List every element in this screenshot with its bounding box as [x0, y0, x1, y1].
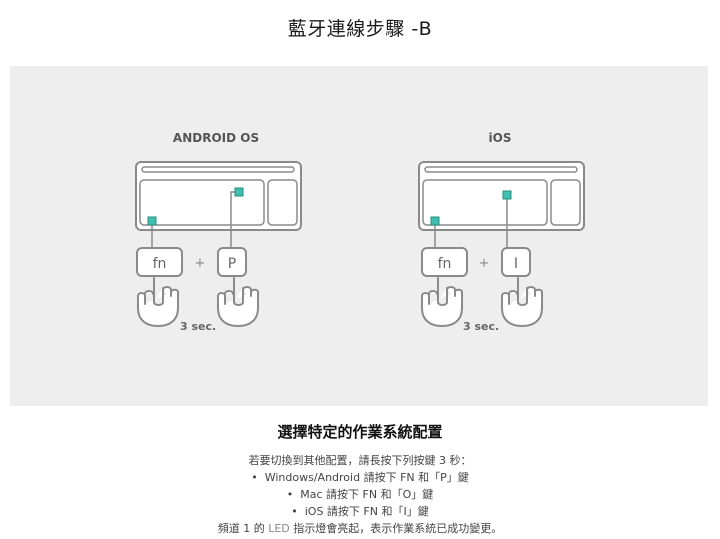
outro-prefix: 頻道 1 的	[217, 522, 269, 535]
instructions-intro: 若要切換到其他配置，請長按下列按鍵 3 秒：	[248, 454, 472, 467]
plus-sign: +	[195, 256, 206, 271]
instruction-bullet-ios: iOS 請按下 FN 和「I」鍵	[0, 503, 720, 520]
fn-key-label: fn	[438, 256, 452, 272]
keyboard-illustration-android	[135, 161, 302, 231]
indicator-light-icon	[430, 216, 440, 226]
pressing-hand-icon	[421, 277, 463, 327]
plus-sign: +	[479, 256, 490, 271]
hold-duration-label: 3 sec.	[180, 320, 216, 333]
indicator-light-icon	[234, 187, 244, 197]
page-title: 藍牙連線步驟 -B	[287, 18, 433, 40]
fn-key-illustration	[136, 247, 183, 277]
i-key-label: I	[514, 256, 518, 272]
android-group: ANDROID OS fn + P 3 sec.	[135, 131, 302, 333]
instruction-bullet-windows: Windows/Android 請按下 FN 和「P」鍵	[0, 469, 720, 486]
outro-suffix: 指示燈會亮起，表示作業系統已成功變更。	[289, 522, 503, 535]
bluetooth-pairing-illustration: ANDROID OS fn + P 3 sec.	[135, 131, 585, 333]
keyboard-illustration-ios	[418, 161, 585, 231]
pressing-hand-icon	[217, 277, 259, 327]
instructions-outro: 頻道 1 的 LED 指示燈會亮起，表示作業系統已成功變更。	[0, 520, 720, 537]
ios-label: iOS	[489, 131, 512, 145]
ios-group: iOS fn + I 3 sec.	[418, 131, 585, 333]
instruction-bullet-mac: Mac 請按下 FN 和「O」鍵	[0, 486, 720, 503]
section-heading: 選擇特定的作業系統配置	[277, 423, 443, 441]
fn-key-label: fn	[153, 256, 167, 272]
fn-key-illustration	[421, 247, 468, 277]
instructions-block: 若要切換到其他配置，請長按下列按鍵 3 秒： Windows/Android 請…	[0, 452, 720, 537]
hold-duration-label: 3 sec.	[463, 320, 499, 333]
indicator-light-icon	[147, 216, 157, 226]
android-os-label: ANDROID OS	[173, 131, 259, 145]
pressing-hand-icon	[501, 277, 543, 327]
p-key-illustration	[217, 247, 247, 277]
i-key-illustration	[501, 247, 531, 277]
indicator-light-icon	[502, 190, 512, 200]
illustration-panel: ANDROID OS fn + P 3 sec.	[10, 66, 708, 406]
p-key-label: P	[228, 256, 236, 272]
pressing-hand-icon	[137, 277, 179, 327]
outro-led: LED	[268, 522, 290, 535]
